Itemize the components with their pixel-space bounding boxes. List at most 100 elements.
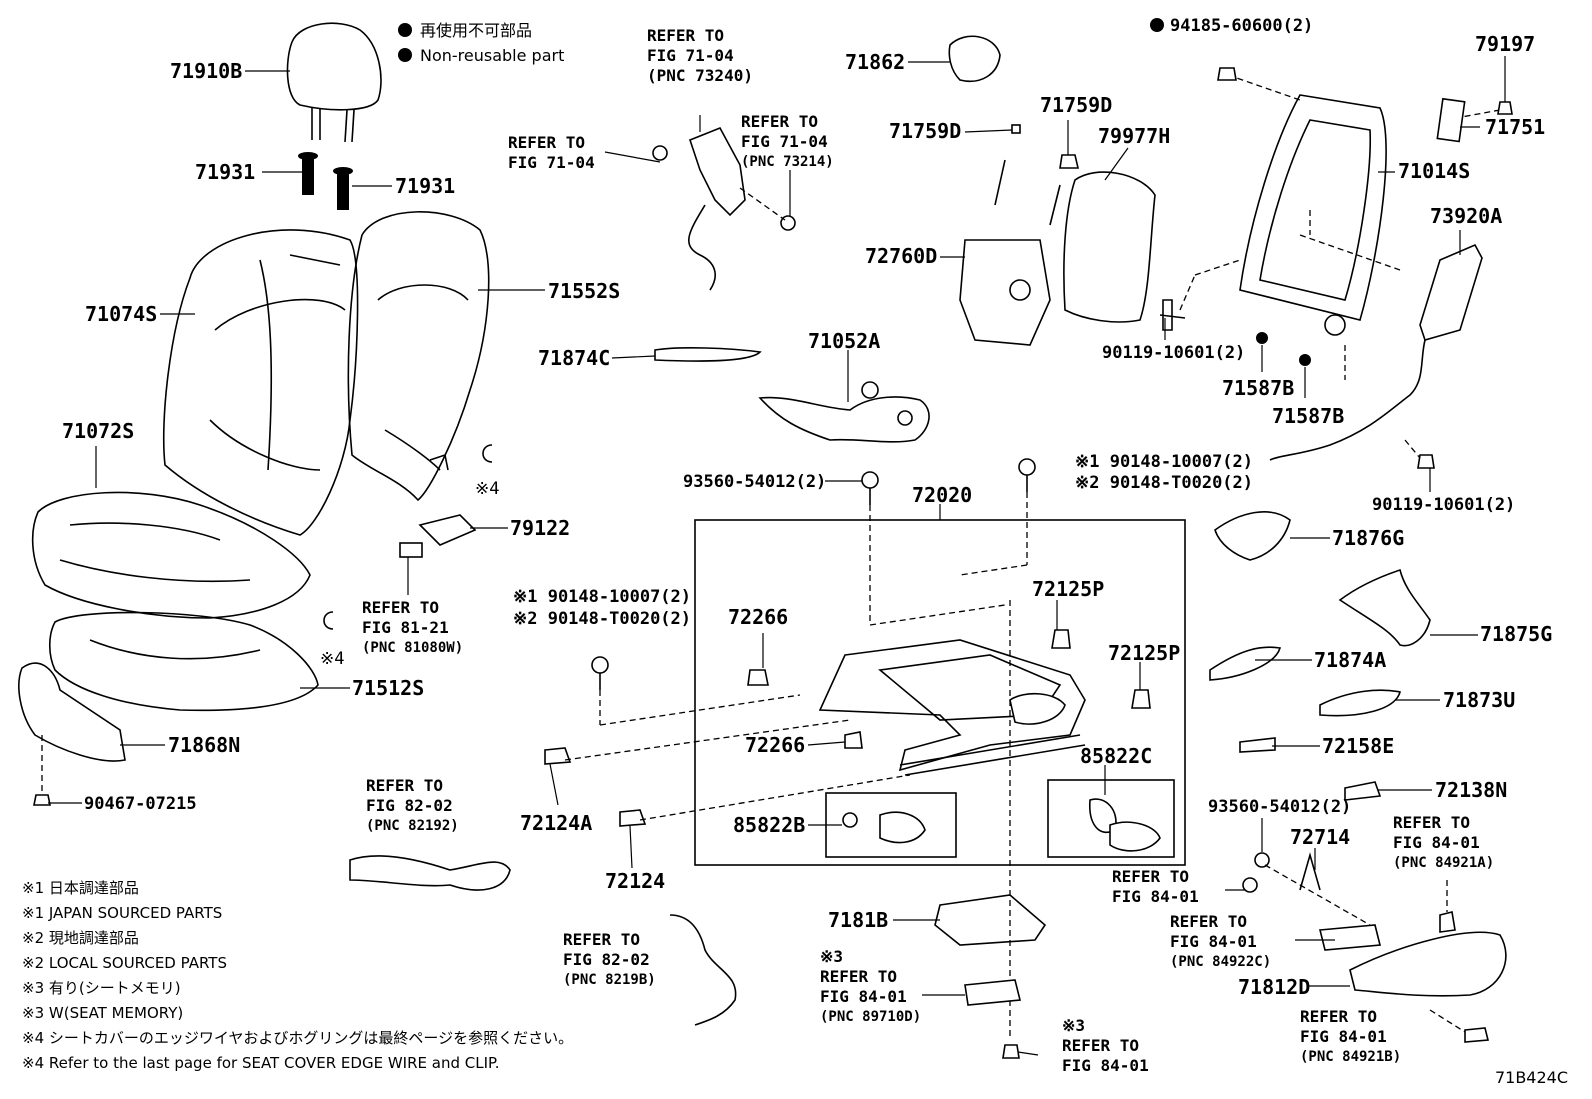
part-label[interactable]: 71587B (1222, 376, 1295, 400)
footnote: ※3 有り(シートメモリ) (22, 979, 181, 997)
seat-cushion-pad-drawing (48, 611, 319, 712)
part-label[interactable]: 71910B (170, 59, 243, 83)
part-label[interactable]: 71512S (352, 676, 425, 700)
trim-71874C-drawing (654, 347, 762, 362)
seatback-cover-drawing (162, 229, 359, 536)
part-label[interactable]: 71014S (1398, 159, 1471, 183)
motor-subbox-85822C (1047, 779, 1175, 858)
memory-ecu-drawing (934, 894, 1047, 1059)
legend: 再使用不可部品 Non-reusable part (398, 18, 564, 68)
part-label[interactable]: 72714 (1290, 825, 1351, 849)
part-label[interactable]: 90119-10601(2) (1372, 495, 1516, 515)
part-label[interactable]: 71874A (1314, 648, 1387, 672)
wire-harness-drawing (758, 381, 930, 443)
footnote: ※1 JAPAN SOURCED PARTS (22, 904, 223, 922)
part-label[interactable]: ※2 90148-T0020(2) (513, 609, 692, 629)
part-label[interactable]: 71874C (538, 346, 611, 370)
part-label[interactable]: 71759D (1040, 93, 1113, 117)
part-label[interactable]: 71072S (62, 419, 135, 443)
part-label[interactable]: 71812D (1238, 975, 1311, 999)
part-label[interactable]: ※2 90148-T0020(2) (1075, 473, 1254, 493)
cover-71862-drawing (948, 35, 1001, 82)
buckle-drawing (652, 126, 796, 291)
part-label[interactable]: 72138N (1435, 778, 1508, 802)
clip-mark-a (482, 444, 493, 463)
part-label[interactable]: 85822C (1080, 744, 1153, 768)
footnote: ※1 日本調達部品 (22, 879, 139, 897)
part-label[interactable]: 7181B (828, 908, 889, 932)
headrest-guide-drawing (298, 152, 353, 210)
part-label[interactable]: 71759D (889, 119, 962, 143)
part-label[interactable]: 79122 (510, 516, 571, 540)
part-label[interactable]: 71873U (1443, 688, 1516, 712)
part-label[interactable]: 79977H (1098, 124, 1171, 148)
part-label[interactable]: 72125P (1108, 641, 1181, 665)
part-label[interactable]: 71876G (1332, 526, 1405, 550)
seat-cushion-cover-drawing (31, 491, 311, 619)
non-reusable-dot-icon (398, 23, 412, 37)
footnote: ※2 現地調達部品 (22, 929, 139, 947)
cushion-front-panel-drawing (18, 662, 126, 806)
part-label[interactable]: 71751 (1485, 115, 1546, 139)
non-reusable-dot-icon (1150, 18, 1164, 32)
part-label[interactable]: 72760D (865, 244, 938, 268)
seat-track-drawing (544, 458, 1161, 1040)
note-marker: ※4 (320, 649, 345, 669)
footnotes: ※1 日本調達部品 ※1 JAPAN SOURCED PARTS ※2 現地調達… (22, 876, 573, 1076)
headrest-drawing (286, 22, 382, 143)
part-label[interactable]: 72124A (520, 811, 593, 835)
pad-79977H-drawing (1063, 171, 1156, 323)
part-label[interactable]: 71931 (195, 160, 256, 184)
part-label[interactable]: 71552S (548, 279, 621, 303)
part-label[interactable]: 93560-54012(2) (1208, 797, 1352, 817)
part-label[interactable]: 72266 (745, 733, 806, 757)
legend-en: Non-reusable part (398, 43, 564, 68)
bolts-drawing (1159, 299, 1435, 469)
note-marker: ※4 (475, 479, 500, 499)
part-label[interactable]: 85822B (733, 813, 806, 837)
part-label[interactable]: 71931 (395, 174, 456, 198)
part-label[interactable]: 72125P (1032, 577, 1105, 601)
bottom-harness-drawing (349, 855, 737, 1026)
part-label[interactable]: 71862 (845, 50, 906, 74)
part-label[interactable]: 71868N (168, 733, 241, 757)
part-label[interactable]: 90119-10601(2) (1102, 343, 1246, 363)
leader-lines (48, 56, 1506, 1056)
figure-id: 71B424C (1494, 1068, 1568, 1087)
side-airbag-drawing (1269, 243, 1483, 461)
legend-jp: 再使用不可部品 (398, 18, 564, 43)
part-label[interactable]: 71875G (1480, 622, 1553, 646)
part-label[interactable]: ※1 90148-10007(2) (513, 587, 692, 607)
part-label[interactable]: 71587B (1272, 404, 1345, 428)
part-label[interactable]: 79197 (1475, 32, 1536, 56)
footnote: ※4 Refer to the last page for SEAT COVER… (22, 1054, 500, 1072)
part-label[interactable]: 72124 (605, 869, 666, 893)
lumbar-support-drawing (959, 124, 1080, 346)
part-label[interactable]: 71052A (808, 329, 881, 353)
part-label[interactable]: ※1 90148-10007(2) (1075, 452, 1254, 472)
part-label[interactable]: 90467-07215 (84, 794, 197, 814)
footnote: ※4 シートカバーのエッジワイヤおよびホグリングは最終ページを参照ください。 (22, 1029, 574, 1047)
part-label[interactable]: 72020 (912, 483, 973, 507)
part-label[interactable]: 73920A (1430, 204, 1503, 228)
part-label[interactable]: 94185-60600(2) (1150, 17, 1313, 35)
part-label[interactable]: 72158E (1322, 734, 1395, 758)
part-label[interactable]: 93560-54012(2) (683, 472, 827, 492)
part-label[interactable]: 71074S (85, 302, 158, 326)
clip-mark-b (323, 611, 334, 630)
connector-drawing (399, 514, 477, 558)
part-label[interactable]: 72266 (728, 605, 789, 629)
